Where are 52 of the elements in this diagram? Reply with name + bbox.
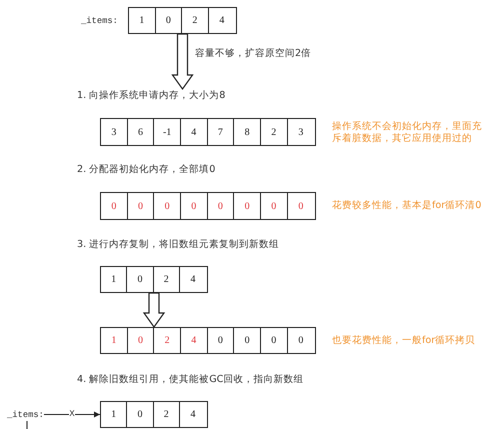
array-box <box>100 401 208 428</box>
array-cell: 0 <box>180 193 208 219</box>
array-cell: 4 <box>180 328 208 353</box>
array-cell: 3 <box>101 119 128 145</box>
step-text: 2. 分配器初始化内存，全部填0 <box>77 163 216 176</box>
array-cell: 0 <box>260 193 288 219</box>
array-cell: 0 <box>101 193 128 219</box>
step-text: 1. 向操作系统申请内存，大小为8 <box>77 89 226 102</box>
array-cell: 0 <box>127 267 154 292</box>
array-cell: 1 <box>101 267 128 292</box>
array-cell: -1 <box>154 119 181 145</box>
line <box>26 420 28 429</box>
note-text: 花费较多性能，基本是for循环清0 <box>332 200 482 212</box>
array-cell: 2 <box>182 8 209 33</box>
array-cell: 0 <box>128 193 154 219</box>
block-arrow <box>142 292 166 328</box>
array-cell: 2 <box>154 328 181 353</box>
array-cell: 1 <box>129 8 156 33</box>
array-cell: 1 <box>101 328 128 353</box>
step-text: 3. 进行内存复制，将旧数组元素复制到新数组 <box>77 238 280 251</box>
array-cell: 0 <box>128 328 154 353</box>
array-cell: 4 <box>208 8 236 33</box>
array-cell: 4 <box>180 267 206 292</box>
array-cell: 1 <box>101 402 128 427</box>
array-cell: 7 <box>208 119 234 145</box>
array-cell: 0 <box>234 328 261 353</box>
array-cell: 0 <box>288 328 314 353</box>
array-cell: 4 <box>180 402 206 427</box>
step-text: 4. 解除旧数组引用，使其能被GC回收，指向新数组 <box>77 373 304 386</box>
array-cell: 0 <box>154 193 181 219</box>
array-cell: 2 <box>154 402 180 427</box>
array-cell: 4 <box>180 119 208 145</box>
array-box <box>100 266 208 293</box>
array-cell: 0 <box>127 402 154 427</box>
array-cell: 0 <box>208 328 234 353</box>
arrow <box>43 412 100 418</box>
array-cell: 2 <box>260 119 288 145</box>
variable-label: _items: <box>81 16 118 27</box>
array-cell: 0 <box>156 8 182 33</box>
array-cell: 0 <box>234 193 261 219</box>
block-arrow <box>171 33 194 90</box>
array-cell: 0 <box>288 193 314 219</box>
array-cell: 2 <box>154 267 180 292</box>
note-text: 操作系统不会初始化内存，里面充斥着脏数据，其它应用使用过的 <box>332 121 483 145</box>
array-cell: 6 <box>128 119 154 145</box>
array-cell: 0 <box>260 328 288 353</box>
array-cell: 8 <box>234 119 261 145</box>
array-cell: 3 <box>288 119 314 145</box>
note-text: 也要花费性能，一般for循环拷贝 <box>332 335 476 347</box>
variable-label: _items: <box>7 410 44 421</box>
array-cell: 0 <box>208 193 234 219</box>
edge-label: 容量不够，扩容原空间2倍 <box>195 47 312 60</box>
